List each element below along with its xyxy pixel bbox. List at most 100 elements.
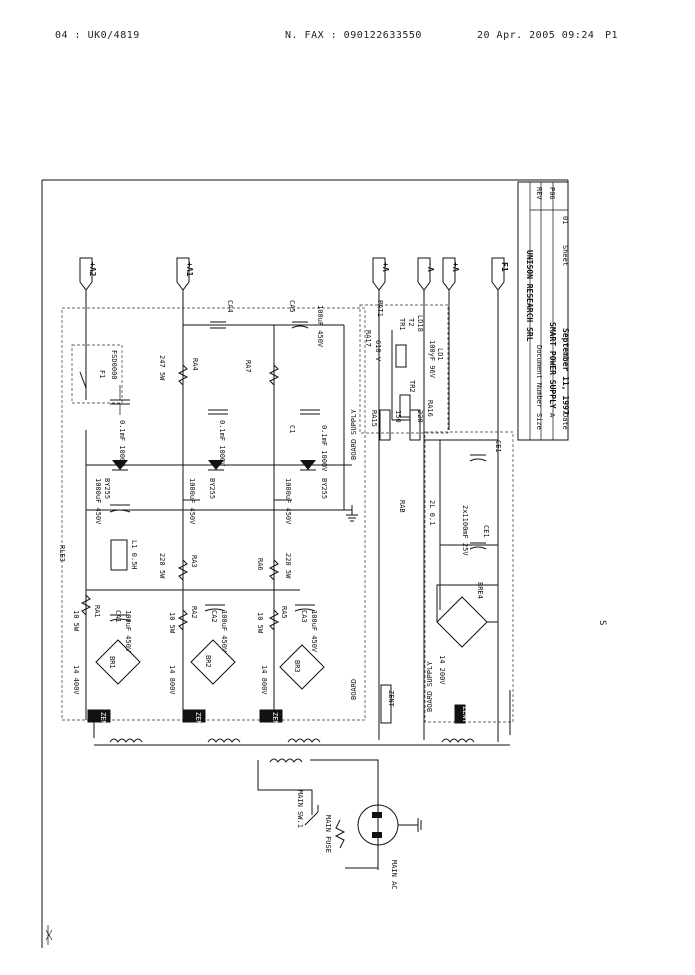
main-fuse-label: MAIN FUSE bbox=[324, 815, 332, 853]
size-value: A bbox=[548, 413, 556, 418]
svg-text:610 V: 610 V bbox=[374, 340, 382, 362]
connector-label-minus-a: -A bbox=[426, 262, 435, 272]
title-block: UNISON RESEARCH SRL Size A Document Numb… bbox=[517, 181, 570, 441]
svg-text:TR1: TR1 bbox=[398, 318, 406, 331]
svg-text:100yF 96V: 100yF 96V bbox=[428, 340, 436, 379]
svg-text:ZENT: ZENT bbox=[387, 690, 395, 708]
connector-a: +A bbox=[372, 257, 390, 291]
main-ac-label: MAIN AC bbox=[390, 860, 398, 890]
svg-text:ZENT: ZENT bbox=[99, 712, 107, 730]
svg-text:LD1: LD1 bbox=[436, 348, 444, 361]
svg-text:BRE4: BRE4 bbox=[476, 582, 484, 599]
fax-header-date: 20 Apr. 2005 09:24 bbox=[477, 30, 595, 41]
rev-label: REV bbox=[535, 187, 543, 200]
mains-input: MAIN SW.1 MAIN FUSE MAIN AC bbox=[257, 758, 422, 890]
svg-text:T2: T2 bbox=[407, 318, 415, 326]
svg-text:100uF 450V: 100uF 450V bbox=[310, 610, 318, 653]
svg-text:14 200V: 14 200V bbox=[438, 655, 446, 685]
svg-text:ZENT: ZENT bbox=[194, 712, 202, 730]
svg-text:ZENT: ZENT bbox=[271, 712, 279, 730]
svg-text:C1: C1 bbox=[288, 425, 296, 433]
svg-text:10 5W: 10 5W bbox=[168, 612, 176, 634]
stage-2: 247 5W RA4 CA4 0.1mF 1000V BY255 1000uF … bbox=[158, 300, 236, 695]
svg-text:RA17: RA17 bbox=[364, 330, 372, 347]
connector-label-a1: +A1 bbox=[185, 262, 194, 277]
board-label-supply-b: BOARD SUPPLY bbox=[426, 661, 434, 712]
svg-text:RA7: RA7 bbox=[244, 360, 252, 373]
svg-text:14 800V: 14 800V bbox=[168, 665, 176, 695]
svg-text:BR2: BR2 bbox=[204, 655, 212, 668]
svg-text:BY255: BY255 bbox=[320, 478, 328, 499]
svg-text:PAT1: PAT1 bbox=[376, 300, 384, 317]
svg-text:CA2: CA2 bbox=[210, 610, 218, 623]
svg-text:2L 0.1: 2L 0.1 bbox=[428, 500, 436, 525]
connector-label-a-right: +A bbox=[451, 262, 460, 272]
svg-text:CA3: CA3 bbox=[300, 610, 308, 623]
svg-text:LD18: LD18 bbox=[416, 315, 424, 332]
stage-1: 0.1mF 1000V BY255 1000uF 450V L1 0.5H RL… bbox=[58, 385, 141, 695]
svg-text:220 5W: 220 5W bbox=[284, 553, 292, 579]
sheet-label: Sheet bbox=[561, 245, 569, 266]
svg-text:0.1mF 1000V: 0.1mF 1000V bbox=[320, 425, 328, 472]
margin-note: S bbox=[597, 620, 607, 625]
svg-text:CA1: CA1 bbox=[114, 610, 122, 623]
svg-text:100uF 450V: 100uF 450V bbox=[316, 305, 324, 348]
rev-value: P06 bbox=[548, 187, 556, 200]
svg-text:100uF 450V: 100uF 450V bbox=[220, 610, 228, 653]
board-outline-lv bbox=[424, 431, 514, 723]
svg-text:2x1100mF 25V: 2x1100mF 25V bbox=[461, 505, 469, 556]
svg-text:CE1: CE1 bbox=[482, 525, 490, 538]
svg-text:BY255: BY255 bbox=[208, 478, 216, 499]
fuse-f1: F1 FSD0000 bbox=[71, 344, 123, 404]
svg-text:100uF 450V: 100uF 450V bbox=[124, 610, 132, 653]
svg-text:ZENT: ZENT bbox=[461, 706, 469, 724]
svg-text:247 5W: 247 5W bbox=[158, 355, 166, 381]
svg-text:14 400V: 14 400V bbox=[72, 665, 80, 695]
svg-text:RA5: RA5 bbox=[280, 606, 288, 619]
sheet-value: 01 bbox=[561, 216, 569, 224]
fax-header-page: P1 bbox=[605, 30, 619, 41]
connector-a2: +A2 bbox=[79, 257, 97, 291]
svg-text:RA4: RA4 bbox=[191, 358, 199, 371]
svg-text:CE1: CE1 bbox=[494, 440, 502, 453]
board-label-supply-a: BOARD SUPPLY bbox=[350, 409, 358, 460]
output-connectors: +A2 +A1 +A -A +A F1 bbox=[79, 257, 509, 291]
svg-text:FSD0000: FSD0000 bbox=[110, 350, 118, 380]
svg-text:14 800V: 14 800V bbox=[260, 665, 268, 695]
svg-text:BR1: BR1 bbox=[108, 656, 116, 669]
svg-text:F1: F1 bbox=[98, 370, 106, 378]
svg-text:L1 0.5H: L1 0.5H bbox=[130, 540, 138, 570]
fax-header-number: N. FAX : 090122633550 bbox=[285, 30, 422, 41]
date-value: September 11, 1997 bbox=[561, 328, 570, 415]
svg-text:RA2: RA2 bbox=[190, 606, 198, 619]
svg-text:1000uF 450V: 1000uF 450V bbox=[284, 478, 292, 525]
svg-text:0.1mF 1000V: 0.1mF 1000V bbox=[218, 420, 226, 467]
svg-text:1000uF 450V: 1000uF 450V bbox=[188, 478, 196, 525]
document-label: Document Number bbox=[535, 345, 543, 408]
connector-a1: +A1 bbox=[176, 257, 194, 291]
svg-text:10 5W: 10 5W bbox=[72, 610, 80, 632]
size-label: Size bbox=[535, 413, 543, 430]
company-name: UNISON RESEARCH SRL bbox=[525, 250, 534, 342]
board-outline-reg bbox=[359, 304, 449, 434]
connector-minus-a: -A bbox=[417, 257, 435, 291]
svg-text:BY255: BY255 bbox=[103, 478, 111, 499]
fax-header-left: 04 : UK0/4819 bbox=[55, 30, 140, 41]
transformer-secondaries: ZENT ZENT ZENT ZENT ZENT bbox=[87, 684, 511, 746]
svg-text:RAB: RAB bbox=[398, 500, 406, 513]
svg-text:RLE3: RLE3 bbox=[58, 545, 66, 562]
svg-text:1000uF 450V: 1000uF 450V bbox=[94, 478, 102, 525]
stage-3: RA7 CA5 100uF 450V C1 0.1mF 1000V BY255 … bbox=[244, 300, 358, 695]
svg-text:10 5W: 10 5W bbox=[256, 612, 264, 634]
svg-text:RA1: RA1 bbox=[93, 605, 101, 618]
svg-text:220 5W: 220 5W bbox=[158, 553, 166, 579]
board-label-hv: BOARD bbox=[350, 679, 358, 700]
main-switch-label: MAIN SW.1 bbox=[296, 790, 304, 828]
svg-text:RA15: RA15 bbox=[370, 410, 378, 427]
corner-mark bbox=[45, 925, 53, 945]
svg-text:CA5: CA5 bbox=[288, 300, 296, 313]
stage-4-regulator: RA17 610 V PAT1 TR1 T2 LD18 RA15 150 RA1… bbox=[364, 300, 502, 685]
date-label: Date bbox=[561, 413, 569, 430]
svg-text:RA3: RA3 bbox=[190, 555, 198, 568]
